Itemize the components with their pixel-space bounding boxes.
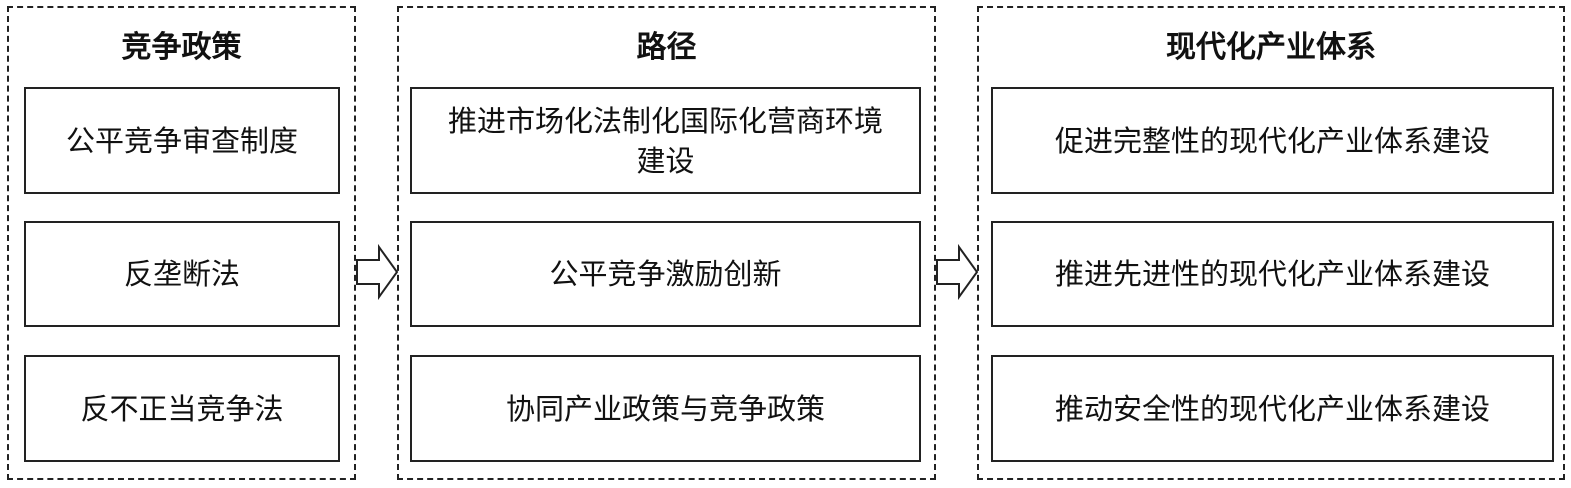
path-group: 路径 推进市场化法制化国际化营商环境建设 公平竞争激励创新 协同产业政策与竞争政… <box>397 6 936 480</box>
policy-box-fair-review: 公平竞争审查制度 <box>24 87 340 194</box>
policy-box-label: 公平竞争审查制度 <box>65 123 298 158</box>
system-box-security: 推动安全性的现代化产业体系建设 <box>991 355 1554 462</box>
policy-box-label: 反垄断法 <box>123 257 240 291</box>
policy-box-antimonopoly-law: 反垄断法 <box>24 221 340 327</box>
modern-industrial-system-title: 现代化产业体系 <box>1166 30 1376 65</box>
policy-box-unfair-competition-law: 反不正当竞争法 <box>24 355 340 462</box>
policy-box-label: 反不正当竞争法 <box>80 391 284 426</box>
path-box-label: 公平竞争激励创新 <box>549 257 782 291</box>
competition-policy-group: 竞争政策 公平竞争审查制度 反垄断法 反不正当竞争法 <box>7 6 356 480</box>
system-box-advancement: 推进先进性的现代化产业体系建设 <box>991 221 1554 327</box>
path-box-policy-coordination: 协同产业政策与竞争政策 <box>410 355 921 462</box>
system-box-completeness: 促进完整性的现代化产业体系建设 <box>991 87 1554 194</box>
system-box-label: 促进完整性的现代化产业体系建设 <box>1054 123 1490 158</box>
path-box-label: 推进市场化法制化国际化营商环境建设 <box>447 103 883 178</box>
path-box-innovation: 公平竞争激励创新 <box>410 221 921 327</box>
right-arrow-icon <box>356 244 399 300</box>
system-box-label: 推动安全性的现代化产业体系建设 <box>1054 391 1490 426</box>
modern-industrial-system-group: 现代化产业体系 促进完整性的现代化产业体系建设 推进先进性的现代化产业体系建设 … <box>977 6 1565 480</box>
competition-policy-title: 竞争政策 <box>121 30 242 65</box>
system-box-label: 推进先进性的现代化产业体系建设 <box>1054 257 1490 291</box>
path-title: 路径 <box>636 30 697 65</box>
path-box-label: 协同产业政策与竞争政策 <box>505 391 825 426</box>
right-arrow-icon <box>936 244 979 300</box>
path-box-business-environment: 推进市场化法制化国际化营商环境建设 <box>410 87 921 194</box>
